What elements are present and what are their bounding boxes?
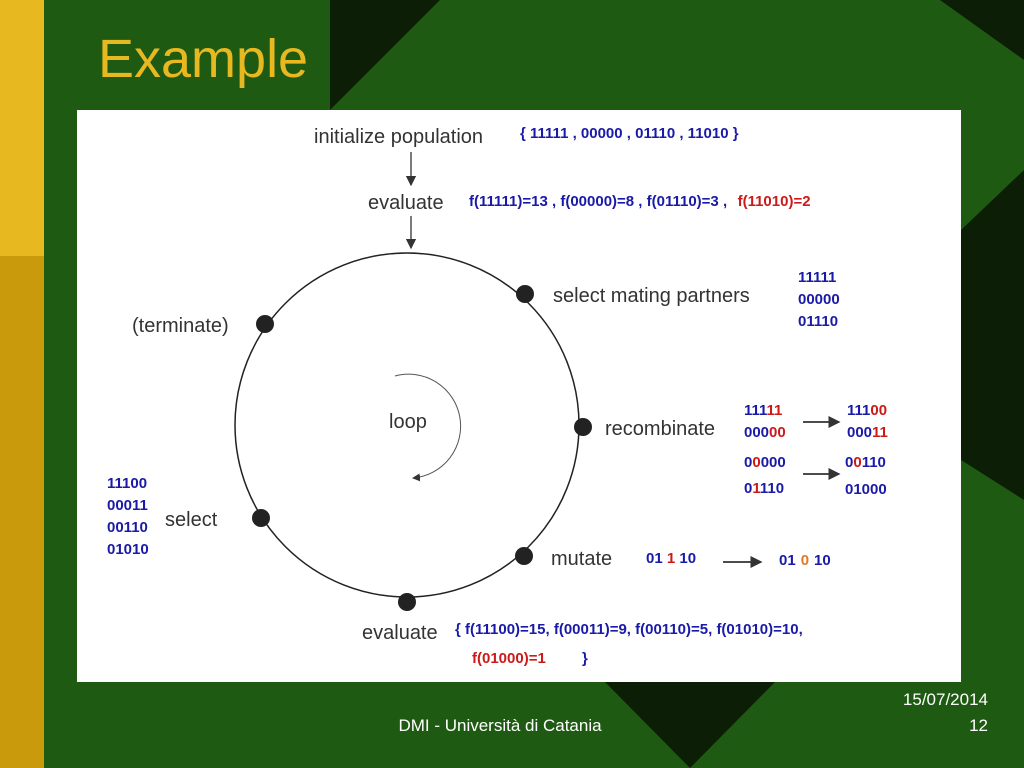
recombinate-label: recombinate (605, 418, 715, 440)
top-left-triangle (330, 0, 440, 110)
slide-title: Example (98, 29, 309, 89)
evaluate-bottom-close: } (582, 650, 588, 667)
rec-child-2: 00011 (847, 424, 888, 441)
terminate-label: (terminate) (132, 315, 229, 337)
node-recombinate (574, 418, 592, 436)
mutate-label: mutate (551, 548, 612, 570)
select-mating-label: select mating partners (553, 285, 750, 307)
left-bar-bottom (0, 256, 44, 768)
bottom-triangle (605, 682, 775, 768)
mating-1: 11111 (798, 269, 836, 286)
mating-3: 01110 (798, 313, 838, 330)
loop-label: loop (389, 411, 427, 433)
right-triangle (961, 170, 1024, 500)
evaluate-top-label: evaluate (368, 192, 444, 214)
selected-1: 11100 (107, 475, 147, 492)
init-population-set: { 11111 , 00000 , 01110 , 11010 } (520, 125, 739, 142)
rec-parent-2: 00000 (744, 424, 786, 441)
node-terminate (256, 315, 274, 333)
node-select (252, 509, 270, 527)
mating-2: 00000 (798, 291, 840, 308)
ga-cycle-diagram: initialize population { 11111 , 00000 , … (107, 125, 888, 667)
evaluate-bottom-values: { f(11100)=15, f(00011)=9, f(00110)=5, f… (455, 621, 803, 638)
init-population-label: initialize population (314, 126, 483, 148)
left-bar-top (0, 0, 44, 256)
selected-2: 00011 (107, 497, 148, 514)
evaluate-bottom-red: f(01000)=1 (472, 650, 546, 667)
top-right-triangle (940, 0, 1024, 60)
footer-date: 15/07/2014 (902, 690, 988, 709)
selected-4: 01010 (107, 541, 149, 558)
diagram-panel: initialize population { 11111 , 00000 , … (77, 110, 961, 682)
select-label: select (165, 509, 218, 531)
loop-arrow (394, 373, 462, 482)
node-mutate (515, 547, 533, 565)
rec-child-1: 11100 (847, 402, 887, 419)
evaluate-top-red: f(11010)=2 (738, 193, 811, 210)
evaluate-top-values: f(11111)=13 , f(00000)=8 , f(01110)=3 , … (469, 193, 811, 210)
footer-page-number: 12 (969, 716, 988, 735)
rec-parent-4: 01110 (744, 480, 784, 497)
evaluate-top-blue: f(11111)=13 , f(00000)=8 , f(01110)=3 , (469, 193, 727, 210)
rec-parent-1: 11111 (744, 402, 782, 419)
node-select-mating (516, 285, 534, 303)
rec-child-3: 00110 (845, 454, 886, 471)
footer-institution: DMI - Università di Catania (398, 716, 602, 735)
evaluate-bottom-label: evaluate (362, 622, 438, 644)
rec-child-4: 01000 (845, 481, 887, 498)
selected-3: 00110 (107, 519, 148, 536)
rec-parent-3: 00000 (744, 454, 786, 471)
node-evaluate-bottom (398, 593, 416, 611)
